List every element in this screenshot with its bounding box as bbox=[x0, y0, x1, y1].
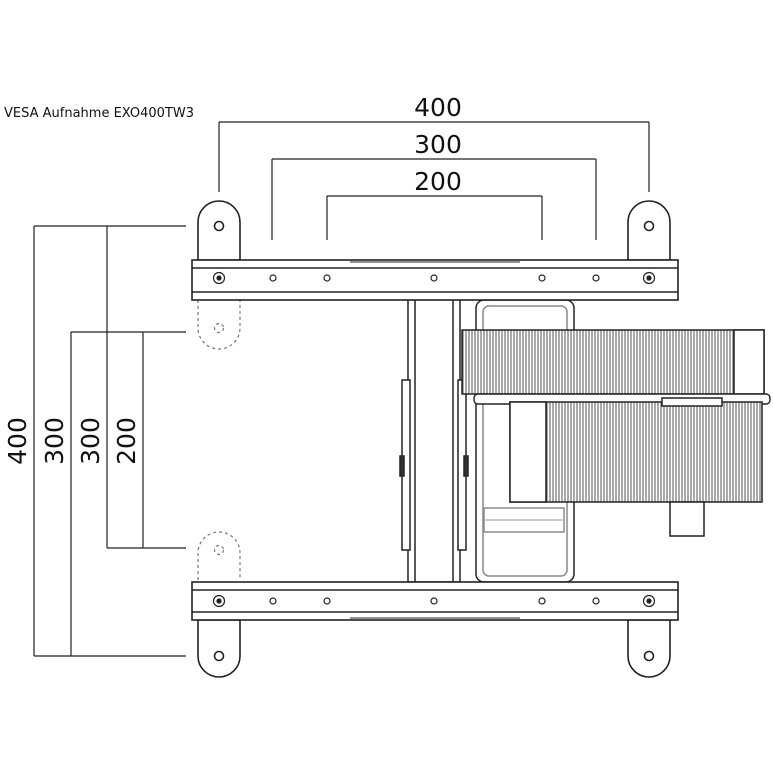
vertical-dimension-300-outer bbox=[70, 331, 186, 656]
bottom-rail-holes bbox=[212, 594, 656, 608]
vertical-dimension-400 bbox=[33, 225, 186, 657]
horizontal-dimension-300 bbox=[271, 158, 597, 240]
drawing-caption: VESA Aufnahme EXO400TW3 bbox=[4, 106, 194, 121]
arm-end-bracket bbox=[669, 501, 705, 537]
top-left-mounting-tab bbox=[197, 200, 241, 261]
dim-label-v-300-outer: 300 bbox=[40, 417, 69, 465]
top-right-mounting-tab bbox=[627, 200, 671, 261]
dim-label-h-300: 300 bbox=[414, 130, 462, 159]
dim-label-h-400: 400 bbox=[414, 93, 462, 122]
dashed-alt-tab-upper bbox=[197, 300, 241, 350]
center-column bbox=[399, 297, 469, 583]
bottom-left-mounting-tab bbox=[197, 619, 241, 678]
dashed-alt-tab-lower bbox=[197, 531, 241, 580]
dim-label-v-300-inner: 300 bbox=[76, 417, 105, 465]
top-rail-holes bbox=[212, 271, 656, 285]
horizontal-dimension-200 bbox=[326, 195, 543, 240]
horizontal-dimension-400 bbox=[218, 121, 650, 192]
lower-arm-segment bbox=[509, 397, 763, 503]
upper-arm-segment bbox=[461, 329, 765, 395]
dim-label-v-200: 200 bbox=[112, 417, 141, 465]
bottom-right-mounting-tab bbox=[627, 619, 671, 678]
vertical-dimension-300-inner bbox=[106, 226, 186, 549]
dim-label-h-200: 200 bbox=[414, 167, 462, 196]
dim-label-v-400: 400 bbox=[3, 417, 32, 465]
